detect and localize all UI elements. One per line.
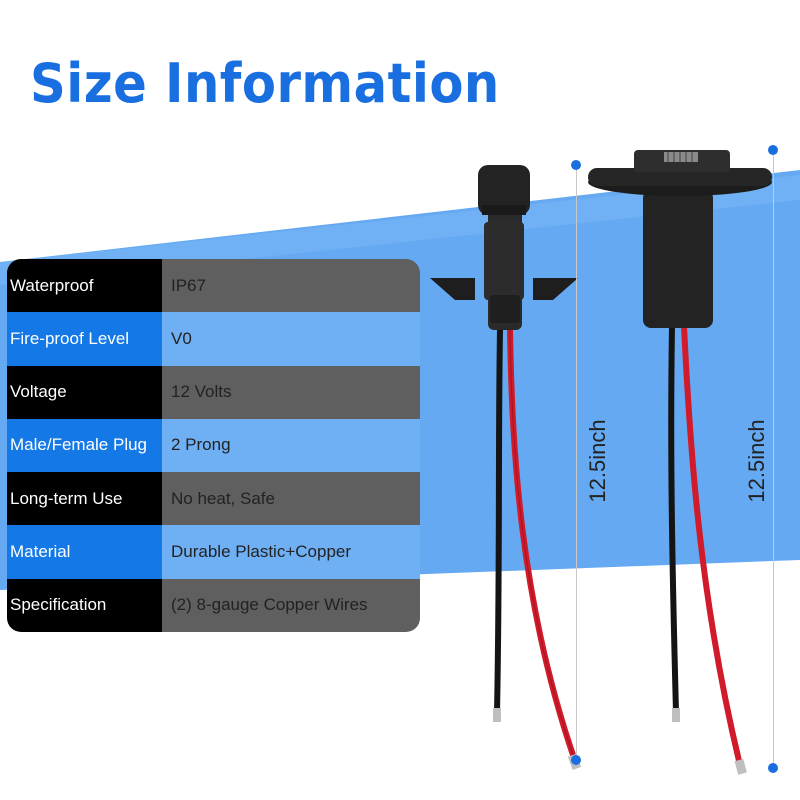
spec-value: 2 Prong [162, 418, 420, 473]
female-socket-icon [588, 150, 772, 775]
right-dimension-label: 12.5inch [744, 419, 769, 503]
spec-label: Specification [7, 578, 162, 632]
left-dimension-top-dot [571, 160, 581, 170]
right-dimension-bottom-dot [768, 763, 778, 773]
spec-table: Waterproof IP67 Fire-proof Level V0 Volt… [7, 259, 420, 632]
spec-row-long-term-use: Long-term Use No heat, Safe [7, 472, 420, 526]
spec-row-specification: Specification (2) 8-gauge Copper Wires [7, 578, 420, 632]
left-dimension-bottom-dot [571, 755, 581, 765]
spec-row-waterproof: Waterproof IP67 [7, 259, 420, 313]
spec-value: (2) 8-gauge Copper Wires [162, 578, 420, 632]
spec-value: IP67 [162, 259, 420, 313]
spec-label: Waterproof [7, 259, 162, 313]
spec-value: 12 Volts [162, 365, 420, 419]
right-dimension-line [773, 150, 774, 768]
page-title: Size Information [30, 52, 500, 115]
spec-label: Male/Female Plug [7, 418, 162, 473]
spec-row-plug: Male/Female Plug 2 Prong [7, 418, 420, 473]
spec-value: V0 [162, 312, 420, 366]
spec-row-voltage: Voltage 12 Volts [7, 365, 420, 419]
right-dimension-top-dot [768, 145, 778, 155]
spec-label: Long-term Use [7, 472, 162, 526]
left-dimension-line [576, 165, 577, 760]
spec-value: No heat, Safe [162, 472, 420, 526]
spec-value: Durable Plastic+Copper [162, 525, 420, 579]
spec-label: Material [7, 525, 162, 579]
left-dimension-label: 12.5inch [585, 419, 610, 503]
spec-label: Fire-proof Level [7, 312, 162, 366]
male-plug-icon [430, 165, 582, 770]
spec-row-material: Material Durable Plastic+Copper [7, 525, 420, 579]
spec-label: Voltage [7, 365, 162, 419]
spec-row-fire-proof: Fire-proof Level V0 [7, 312, 420, 366]
